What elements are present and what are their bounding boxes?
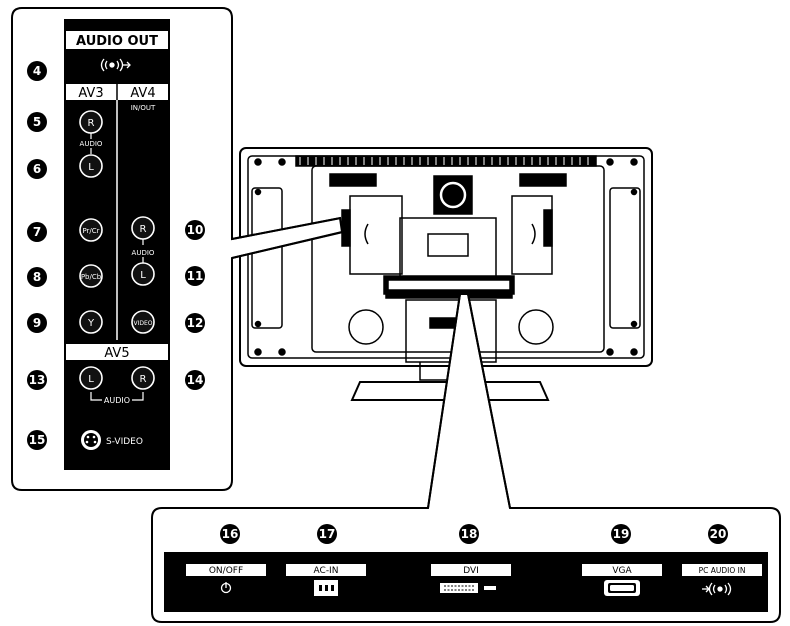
svideo-jack-icon[interactable] <box>81 430 101 450</box>
number-badge-8: 8 <box>27 267 47 287</box>
svg-text:12: 12 <box>187 316 204 330</box>
number-badge-12: 12 <box>185 313 205 333</box>
av4-jack-l[interactable]: L <box>131 262 155 286</box>
av4-jack-r[interactable]: R <box>131 216 155 240</box>
av3-label: AV3 <box>78 86 103 101</box>
svg-text:5: 5 <box>33 115 41 129</box>
svg-text:Y: Y <box>87 318 95 329</box>
svideo-label: S-VIDEO <box>106 437 143 447</box>
svg-text:6: 6 <box>33 162 41 176</box>
svg-text:10: 10 <box>187 223 204 237</box>
audio-out-jack-icon[interactable] <box>100 58 131 72</box>
ac-in-label: AC-IN <box>314 566 339 576</box>
bottom-callout-panel: 16 17 18 19 20 ON/OFF AC-IN DVI <box>151 293 781 623</box>
svg-text:L: L <box>88 374 94 385</box>
vga-port-icon[interactable] <box>604 580 640 596</box>
svg-text:Pr/Cr: Pr/Cr <box>82 227 99 235</box>
number-badge-6: 6 <box>27 159 47 179</box>
av4-jack-video[interactable]: VIDEO <box>131 310 155 334</box>
av3-jack-y[interactable]: Y <box>79 310 103 334</box>
pc-audio-in-jack-icon[interactable] <box>702 582 732 596</box>
av4-audio-label: AUDIO <box>132 249 155 257</box>
svg-text:14: 14 <box>187 373 204 387</box>
av3-audio-label: AUDIO <box>80 140 103 148</box>
tv-rear-illustration <box>239 147 653 401</box>
svg-text:16: 16 <box>222 527 239 541</box>
dvi-label: DVI <box>463 566 479 576</box>
svg-text:17: 17 <box>319 527 336 541</box>
number-badge-14: 14 <box>185 370 205 390</box>
av3-jack-l[interactable]: L <box>79 154 103 178</box>
bottom-port-strip <box>164 552 768 612</box>
svg-text:8: 8 <box>33 270 41 284</box>
svg-text:R: R <box>140 374 147 385</box>
svg-text:18: 18 <box>461 527 478 541</box>
svg-text:R: R <box>140 224 147 235</box>
number-badge-18: 18 <box>459 524 479 544</box>
ac-in-socket-icon[interactable] <box>314 580 338 596</box>
av3-jack-pr-cr[interactable]: Pr/Cr <box>79 218 103 242</box>
svg-text:Pb/Cb: Pb/Cb <box>81 273 102 281</box>
number-badge-7: 7 <box>27 222 47 242</box>
svg-text:15: 15 <box>29 433 46 447</box>
screw-icon <box>254 158 638 356</box>
vga-label: VGA <box>612 566 632 576</box>
number-badge-13: 13 <box>27 370 47 390</box>
pc-audio-in-label: PC AUDIO IN <box>699 566 746 575</box>
dvi-port-icon[interactable] <box>440 583 496 593</box>
left-callout-panel: AUDIO OUT AV3 AV4 IN/OUT R AUDIO L Pr/Cr <box>11 7 344 491</box>
in-out-label: IN/OUT <box>131 104 156 112</box>
svg-text:VIDEO: VIDEO <box>133 320 152 327</box>
number-badge-16: 16 <box>220 524 240 544</box>
av5-label: AV5 <box>104 346 129 361</box>
svg-text:13: 13 <box>29 373 46 387</box>
av3-jack-r[interactable]: R <box>79 110 103 134</box>
power-switch-icon[interactable] <box>220 582 232 594</box>
number-badge-17: 17 <box>317 524 337 544</box>
audio-out-label: AUDIO OUT <box>76 34 158 49</box>
svg-text:7: 7 <box>33 225 41 239</box>
number-badge-5: 5 <box>27 112 47 132</box>
svg-text:20: 20 <box>710 527 727 541</box>
svg-text:9: 9 <box>33 316 41 330</box>
av3-jack-pb-cb[interactable]: Pb/Cb <box>79 264 103 288</box>
svg-text:L: L <box>88 162 94 173</box>
av5-jack-l[interactable]: L <box>79 366 103 390</box>
svg-text:19: 19 <box>613 527 630 541</box>
number-badge-9: 9 <box>27 313 47 333</box>
svg-text:L: L <box>140 270 146 281</box>
svg-text:R: R <box>88 118 95 129</box>
number-badge-19: 19 <box>611 524 631 544</box>
number-badge-15: 15 <box>27 430 47 450</box>
svg-text:4: 4 <box>33 64 41 78</box>
number-badge-11: 11 <box>185 266 205 286</box>
av5-audio-label: AUDIO <box>104 396 130 405</box>
number-badge-20: 20 <box>708 524 728 544</box>
av4-label: AV4 <box>130 86 155 101</box>
number-badge-10: 10 <box>185 220 205 240</box>
av5-jack-r[interactable]: R <box>131 366 155 390</box>
number-badge-4: 4 <box>27 61 47 81</box>
svg-text:11: 11 <box>187 269 204 283</box>
on-off-label: ON/OFF <box>209 566 243 576</box>
